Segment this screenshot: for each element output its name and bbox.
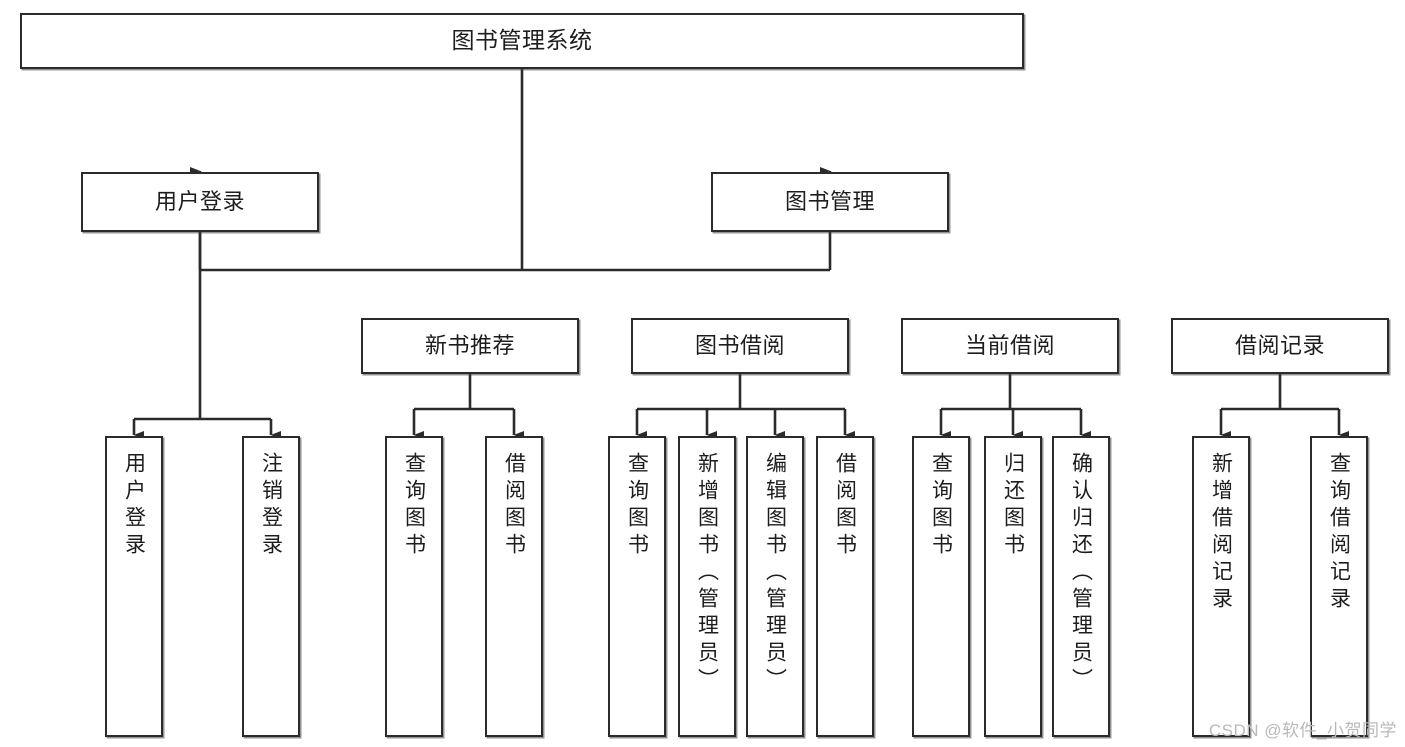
node-leaf-rcd-query[interactable]: 查询借阅记录	[1310, 436, 1368, 737]
node-label: 图书借阅	[694, 333, 785, 359]
node-label: 查询图书	[625, 452, 649, 560]
node-label: 确认归还（管理员）	[1069, 452, 1093, 695]
node-label: 用户登录	[154, 189, 245, 215]
node-cur-borrow[interactable]: 当前借阅	[901, 318, 1119, 374]
node-leaf-user-logout[interactable]: 注销登录	[242, 436, 300, 737]
node-leaf-brw-add[interactable]: 新增图书（管理员）	[678, 436, 736, 737]
node-label: 查询图书	[929, 452, 953, 560]
node-leaf-cur-query[interactable]: 查询图书	[912, 436, 970, 737]
node-book-borrow[interactable]: 图书借阅	[631, 318, 849, 374]
node-leaf-user-login[interactable]: 用户登录	[105, 436, 163, 737]
node-label: 图书管理系统	[451, 27, 593, 54]
node-label: 借阅图书	[833, 452, 857, 560]
node-label: 新书推荐	[424, 333, 515, 359]
node-label: 借阅图书	[502, 452, 526, 560]
node-leaf-cur-return[interactable]: 归还图书	[984, 436, 1042, 737]
node-leaf-rec-query[interactable]: 查询图书	[385, 436, 443, 737]
watermark-label: CSDN @软件_小贺同学	[1208, 721, 1397, 740]
node-label: 借阅记录	[1234, 333, 1325, 359]
node-label: 注销登录	[259, 452, 283, 560]
node-label: 查询借阅记录	[1327, 452, 1351, 614]
node-label: 用户登录	[122, 452, 146, 560]
node-label: 归还图书	[1001, 452, 1025, 560]
node-book-manage[interactable]: 图书管理	[711, 172, 949, 232]
node-leaf-brw-edit[interactable]: 编辑图书（管理员）	[746, 436, 804, 737]
node-label: 新增借阅记录	[1209, 452, 1233, 614]
node-leaf-cur-confirm[interactable]: 确认归还（管理员）	[1052, 436, 1110, 737]
node-leaf-rec-borrow[interactable]: 借阅图书	[485, 436, 543, 737]
node-label: 图书管理	[784, 189, 875, 215]
node-new-book-rec[interactable]: 新书推荐	[361, 318, 579, 374]
node-label: 查询图书	[402, 452, 426, 560]
node-label: 新增图书（管理员）	[695, 452, 719, 695]
node-leaf-rcd-add[interactable]: 新增借阅记录	[1192, 436, 1250, 737]
node-label: 编辑图书（管理员）	[763, 452, 787, 695]
node-borrow-record[interactable]: 借阅记录	[1171, 318, 1389, 374]
node-root[interactable]: 图书管理系统	[20, 13, 1024, 69]
node-leaf-brw-borrow[interactable]: 借阅图书	[816, 436, 874, 737]
node-user-login[interactable]: 用户登录	[81, 172, 319, 232]
node-leaf-brw-query[interactable]: 查询图书	[608, 436, 666, 737]
node-label: 当前借阅	[964, 333, 1055, 359]
